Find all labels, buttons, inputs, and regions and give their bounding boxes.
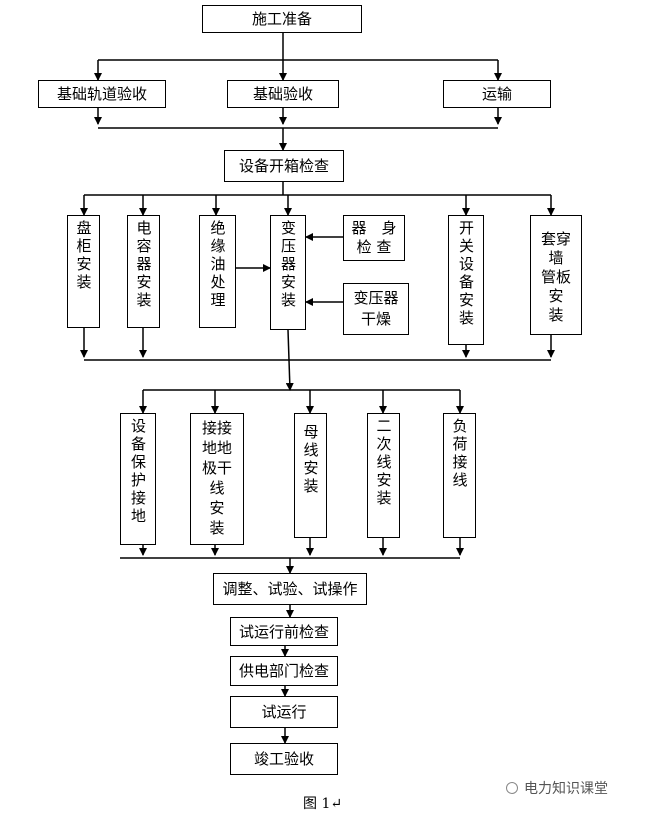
step-load-wiring: 负荷接线 [443,413,476,538]
step-wall-bushing: 套穿 墙 管板 安 装 [530,215,582,335]
body-inspection-line-2: 检 查 [356,238,392,256]
step-adjust-test: 调整、试验、试操作 [213,573,367,605]
wall-bushing-line-1: 套穿 [540,229,571,248]
watermark-text: 电力知识课堂 [524,781,608,797]
grounding-install-line-3: 极干 [201,459,232,477]
figure-caption: 图 1↵ [303,796,343,812]
grounding-install-line-5: 安 [209,499,225,517]
grounding-install-line-2: 地地 [201,439,232,457]
wechat-icon [506,782,518,794]
wall-bushing-line-3: 管板 [540,267,571,286]
step-rail-acceptance: 基础轨道验收 [38,80,166,108]
grounding-install-line-6: 装 [209,519,225,537]
step-pre-run-check: 试运行前检查 [230,617,338,646]
step-transformer-install-label: 变压器安装 [279,220,297,310]
body-inspection-line-1: 器 身 [351,219,397,237]
step-cabinet-install-label: 盘柜安装 [74,220,93,292]
step-transformer-drying: 变压器 干燥 [343,283,409,335]
transformer-drying-line-2: 干燥 [360,310,391,328]
grounding-install-line-4: 线 [209,479,225,497]
step-unpack-inspection: 设备开箱检查 [224,150,344,182]
step-capacitor-install-label: 电容器安装 [134,220,153,310]
step-load-wiring-label: 负荷接线 [450,418,469,490]
wall-bushing-line-5: 装 [548,305,564,324]
step-switchgear-install: 开关设备安装 [448,215,484,345]
step-secondary-wiring: 二次线安装 [367,413,400,538]
step-insulating-oil-label: 绝缘油处理 [208,220,227,310]
step-equipment-grounding-label: 设备保护接地 [129,418,147,526]
step-foundation-acceptance: 基础验收 [227,80,339,108]
transformer-drying-line-1: 变压器 [353,289,399,307]
step-equipment-grounding: 设备保护接地 [120,413,156,545]
step-transport: 运输 [443,80,551,108]
step-busbar-install-label: 母线安装 [301,424,320,496]
step-insulating-oil: 绝缘油处理 [199,215,236,328]
step-switchgear-install-label: 开关设备安装 [457,220,475,328]
wall-bushing-line-4: 安 [548,286,564,305]
grounding-install-line-1: 接接 [201,419,232,437]
watermark: 电力知识课堂 [506,778,608,798]
step-power-dept-check: 供电部门检查 [230,656,338,686]
step-completion-acceptance: 竣工验收 [230,743,338,775]
step-cabinet-install: 盘柜安装 [67,215,100,328]
step-transformer-install: 变压器安装 [270,215,306,330]
step-body-inspection: 器 身 检 查 [343,215,405,261]
step-construction-prep: 施工准备 [202,5,362,33]
step-trial-run: 试运行 [230,696,338,728]
step-grounding-install: 接接 地地 极干 线 安 装 [190,413,244,545]
step-secondary-wiring-label: 二次线安装 [374,418,393,508]
step-busbar-install: 母线安装 [294,413,327,538]
wall-bushing-line-2: 墙 [548,248,564,267]
step-capacitor-install: 电容器安装 [127,215,160,328]
